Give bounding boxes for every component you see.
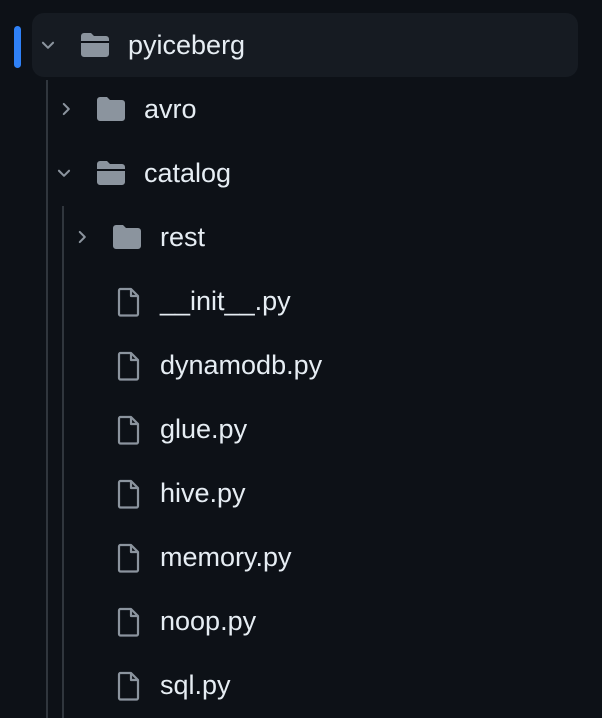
- active-indicator: [14, 26, 21, 68]
- tree-item-avro[interactable]: avro: [144, 94, 197, 124]
- folder-open-icon: [78, 30, 112, 60]
- indent-guide-level-1: [46, 80, 48, 718]
- chevron-right-icon[interactable]: [56, 99, 76, 119]
- tree-item-memory-py[interactable]: memory.py: [160, 542, 292, 572]
- file-icon: [116, 606, 142, 638]
- tree-item-pyiceberg[interactable]: [32, 13, 578, 77]
- file-icon: [116, 670, 142, 702]
- tree-item-noop-py[interactable]: noop.py: [160, 606, 257, 636]
- file-icon: [116, 478, 142, 510]
- tree-item-dynamodb-py[interactable]: dynamodb.py: [160, 350, 323, 380]
- tree-item-label: pyiceberg: [128, 30, 246, 60]
- file-icon: [116, 350, 142, 382]
- tree-item-catalog[interactable]: catalog: [144, 158, 232, 188]
- file-icon: [116, 286, 142, 318]
- folder-open-icon: [94, 158, 128, 188]
- chevron-down-icon[interactable]: [54, 163, 74, 183]
- file-icon: [116, 414, 142, 446]
- tree-item-hive-py[interactable]: hive.py: [160, 478, 246, 508]
- file-icon: [116, 542, 142, 574]
- tree-item-sql-py[interactable]: sql.py: [160, 670, 231, 700]
- chevron-right-icon[interactable]: [72, 227, 92, 247]
- tree-item-rest[interactable]: rest: [160, 222, 206, 252]
- chevron-down-icon[interactable]: [38, 35, 58, 55]
- tree-item-init-py[interactable]: __init__.py: [160, 286, 291, 316]
- tree-item-glue-py[interactable]: glue.py: [160, 414, 248, 444]
- folder-icon: [94, 94, 128, 124]
- folder-icon: [110, 222, 144, 252]
- indent-guide-level-2: [62, 206, 64, 718]
